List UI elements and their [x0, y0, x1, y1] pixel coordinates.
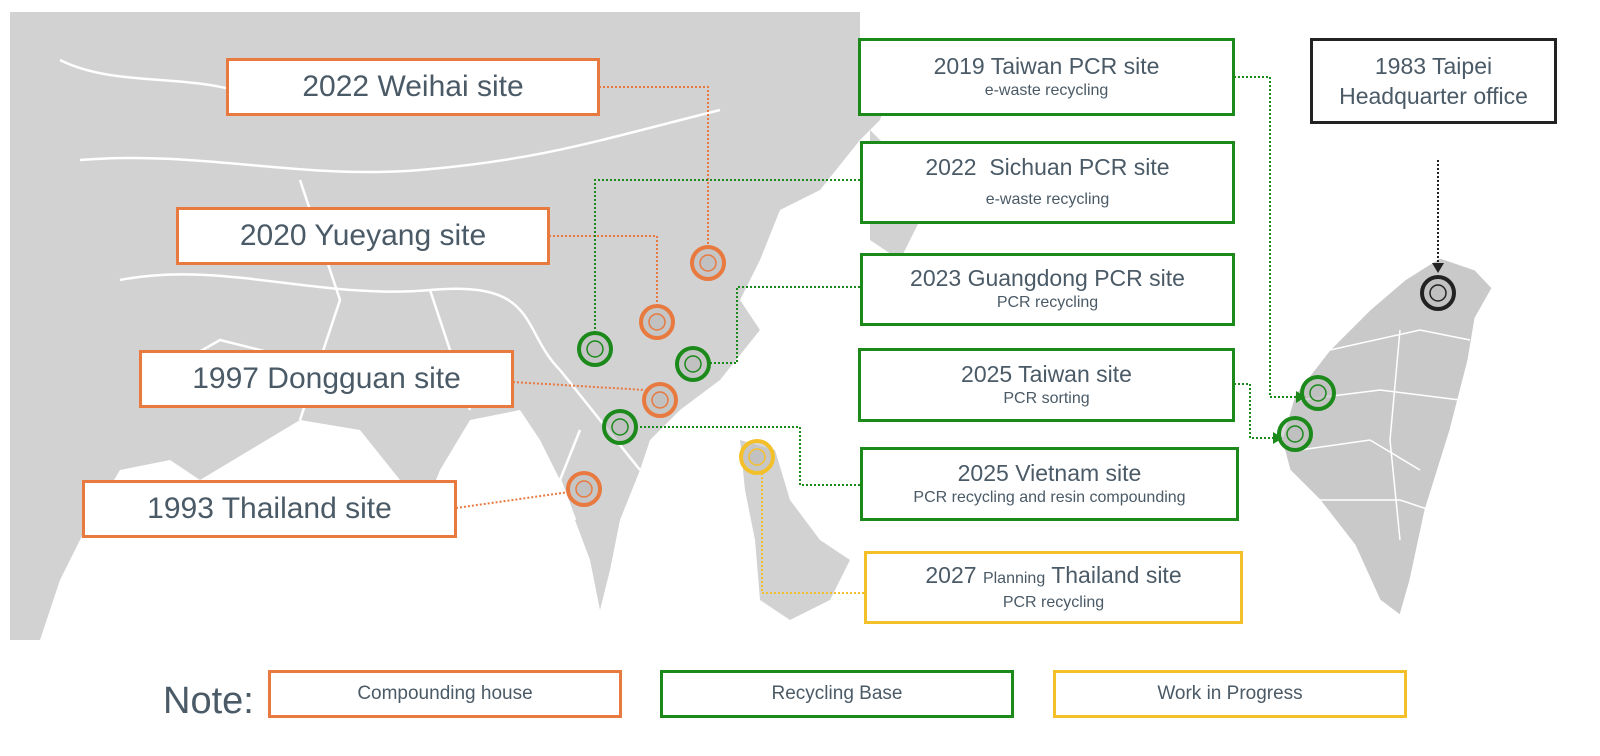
legend-label: Compounding house [357, 683, 533, 704]
site-subtitle: e-waste recycling [985, 191, 1110, 208]
legend-note-label: Note: [163, 680, 254, 722]
hq-line1: 1983 Taipei [1374, 53, 1493, 79]
site-label-planning: 2027 Planning Thailand site PCR recyclin… [864, 551, 1243, 624]
marker-hq [1420, 275, 1456, 311]
connector-taiwan-pcr [1234, 76, 1296, 398]
site-label-sichuan: 2022 Sichuan PCR site e-waste recycling [860, 141, 1235, 224]
connector-taiwan2025 [1234, 383, 1273, 439]
site-subtitle: PCR recycling [996, 294, 1099, 311]
site-title: 2023 Guangdong PCR site [910, 265, 1185, 291]
site-title: 2022 Weihai site [302, 70, 524, 103]
connector-thailand1993 [455, 491, 570, 509]
marker-sichuan [577, 331, 613, 367]
connector-vietnam [635, 426, 860, 486]
philippines-landmass [740, 440, 850, 620]
site-subtitle: e-waste recycling [984, 81, 1109, 99]
site-label-dongguan: 1997 Dongguan site [139, 350, 514, 408]
marker-planning [739, 439, 775, 475]
marker-weihai [690, 245, 726, 281]
site-label-thailand1993: 1993 Thailand site [82, 480, 457, 538]
site-title: 2025 Vietnam site [957, 459, 1142, 486]
site-subtitle: PCR sorting [1003, 389, 1090, 407]
marker-dongguan [642, 382, 678, 418]
site-title: 2027 Planning Thailand site [925, 562, 1181, 592]
connector-planning [761, 472, 864, 594]
site-subtitle: PCR recycling [1002, 593, 1105, 611]
legend-recycling: Recycling Base [660, 670, 1014, 718]
marker-yueyang [639, 304, 675, 340]
marker-thailand1993 [566, 471, 602, 507]
site-title: 2020 Yueyang site [239, 219, 487, 252]
legend-label: Work in Progress [1157, 683, 1303, 704]
site-year: 2027 [925, 561, 977, 588]
site-subtitle: PCR recycling and resin compounding [913, 488, 1186, 506]
hq-line2: Headquarter office [1339, 83, 1528, 109]
marker-taiwan2025 [1277, 416, 1313, 452]
connector-sichuan [594, 179, 860, 334]
legend-compounding: Compounding house [268, 670, 622, 718]
borders [59, 58, 721, 521]
taiwan-landmass [1281, 257, 1493, 616]
connector-yueyang [549, 235, 658, 307]
connector-weihai [599, 86, 709, 248]
legend-wip: Work in Progress [1053, 670, 1407, 718]
connector-guangdong [708, 286, 860, 364]
site-name: Thailand site [1051, 561, 1182, 588]
asia-landmass [10, 12, 900, 640]
marker-guangdong [675, 346, 711, 382]
site-title: 2025 Taiwan site [961, 360, 1132, 387]
site-label-weihai: 2022 Weihai site [226, 58, 600, 116]
site-title: 2022 Sichuan PCR site [925, 154, 1170, 180]
marker-taiwan-pcr [1300, 375, 1336, 411]
site-label-yueyang: 2020 Yueyang site [176, 207, 550, 265]
site-title: 1993 Thailand site [147, 492, 392, 525]
site-title: 1997 Dongguan site [192, 362, 461, 395]
planning-tag: Planning [982, 569, 1046, 587]
legend-label: Recycling Base [771, 683, 903, 704]
marker-vietnam [602, 409, 638, 445]
site-label-taiwan-pcr: 2019 Taiwan PCR site e-waste recycling [858, 38, 1235, 116]
site-title: 2019 Taiwan PCR site [933, 52, 1160, 79]
